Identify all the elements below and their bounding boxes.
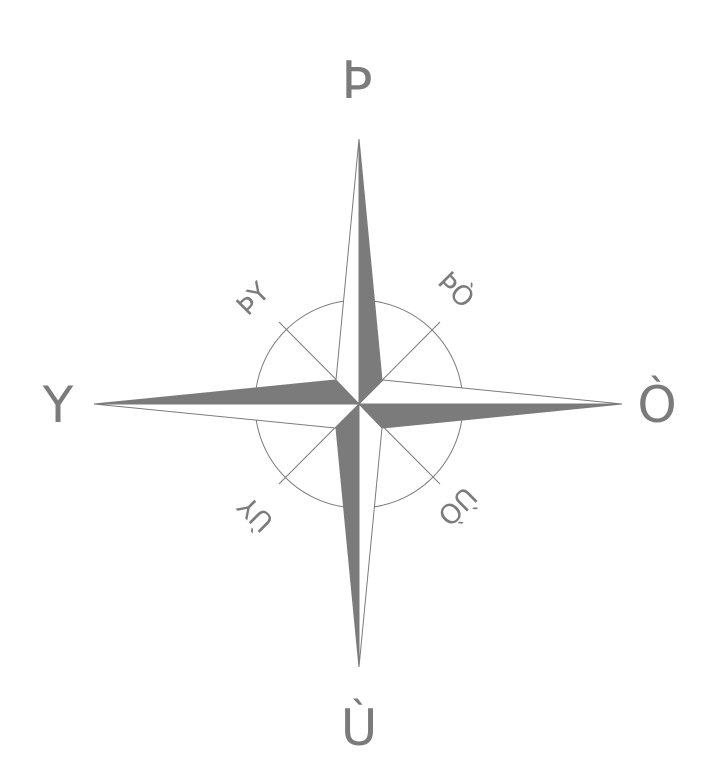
south-point-light [359,404,382,667]
label-southeast: ÙÒ [431,480,483,532]
label-west: Y [42,376,74,434]
label-east: Ò [637,375,676,434]
north-point-light [336,139,359,404]
label-southwest: ÙY [231,490,280,539]
label-south: Ù [341,698,378,757]
west-point-dark [94,380,359,404]
label-north: Þ [341,51,372,111]
east-point-light [359,380,622,404]
star-points [94,139,622,667]
east-point-dark [359,404,622,428]
label-northwest: ÞY [231,276,276,321]
label-northeast: ÞÒ [431,265,480,314]
west-point-light [94,404,359,428]
south-point-dark [336,404,359,667]
north-point-dark [359,139,382,404]
